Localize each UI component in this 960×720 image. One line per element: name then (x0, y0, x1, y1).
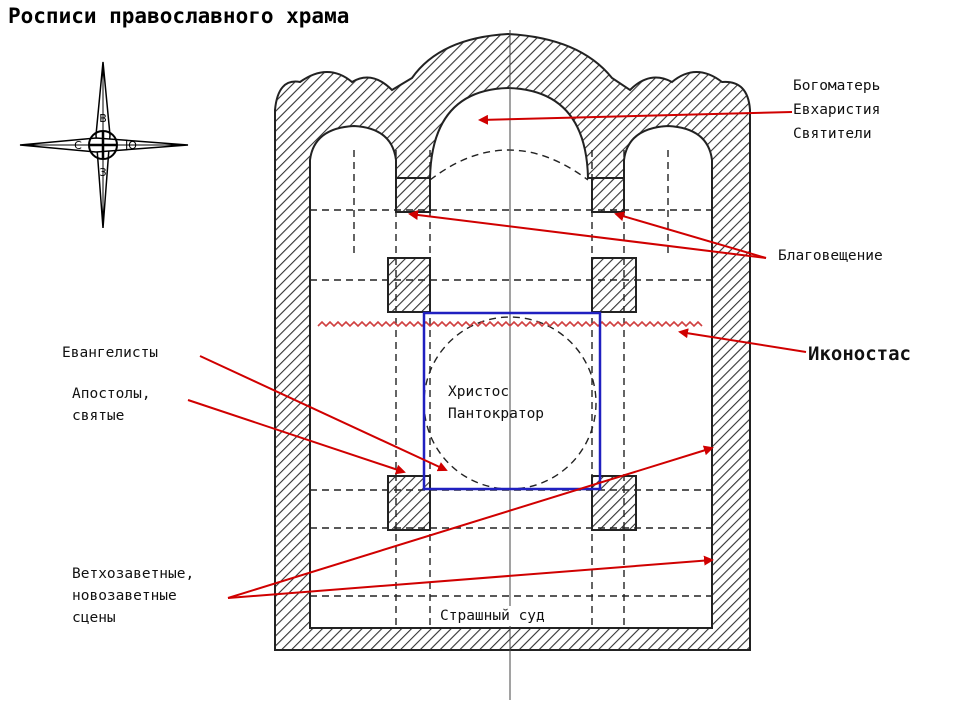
compass-south-label: Ю (125, 139, 137, 152)
pier-se (591, 257, 637, 313)
arrow-scenes-upper (227, 445, 714, 599)
evangelists-label: Евангелисты (62, 345, 159, 361)
altar-pier-s (591, 177, 625, 213)
scenes-label-2: новозаветные (72, 588, 177, 604)
apostles-label-2: святые (72, 408, 125, 424)
apse-label-3: Святители (793, 126, 872, 142)
arrow-annunciation-right (614, 211, 767, 259)
pantocrator-label-1: Христос (448, 384, 510, 400)
dome-highlight-box (422, 311, 602, 491)
arrow-annunciation-left (408, 210, 767, 259)
apse-label-1: Богоматерь (793, 78, 881, 94)
arrow-evangelists (199, 355, 448, 472)
arrow-iconostasis (678, 328, 807, 353)
compass-north-label: С (74, 139, 82, 152)
compass-west-label: З (99, 166, 106, 179)
last-judgement-label: Страшный суд (440, 606, 545, 626)
pier-ne (387, 257, 431, 313)
arrow-apostles (187, 399, 406, 475)
arrow-scenes-lower (227, 555, 714, 599)
outer-walls (274, 32, 751, 651)
apse-label-2: Евхаристия (793, 102, 881, 118)
iconostasis-label: Иконостас (808, 343, 911, 365)
iconostasis-line (317, 320, 703, 328)
annunciation-label: Благовещение (778, 248, 883, 264)
altar-pier-n (395, 177, 431, 213)
annotation-arrows (187, 111, 807, 599)
scenes-label-1: Ветхозаветные, (72, 566, 195, 582)
scenes-label-3: сцены (72, 610, 116, 626)
vault-lines (310, 149, 712, 628)
arrow-apse (478, 111, 793, 125)
apostles-label-1: Апостолы, (72, 386, 151, 402)
page-title: Росписи православного храма (8, 4, 350, 28)
pantocrator-label-2: Пантократор (448, 406, 545, 422)
compass-east-label: В (99, 112, 107, 125)
compass-rose: В С Ю З (19, 61, 189, 229)
